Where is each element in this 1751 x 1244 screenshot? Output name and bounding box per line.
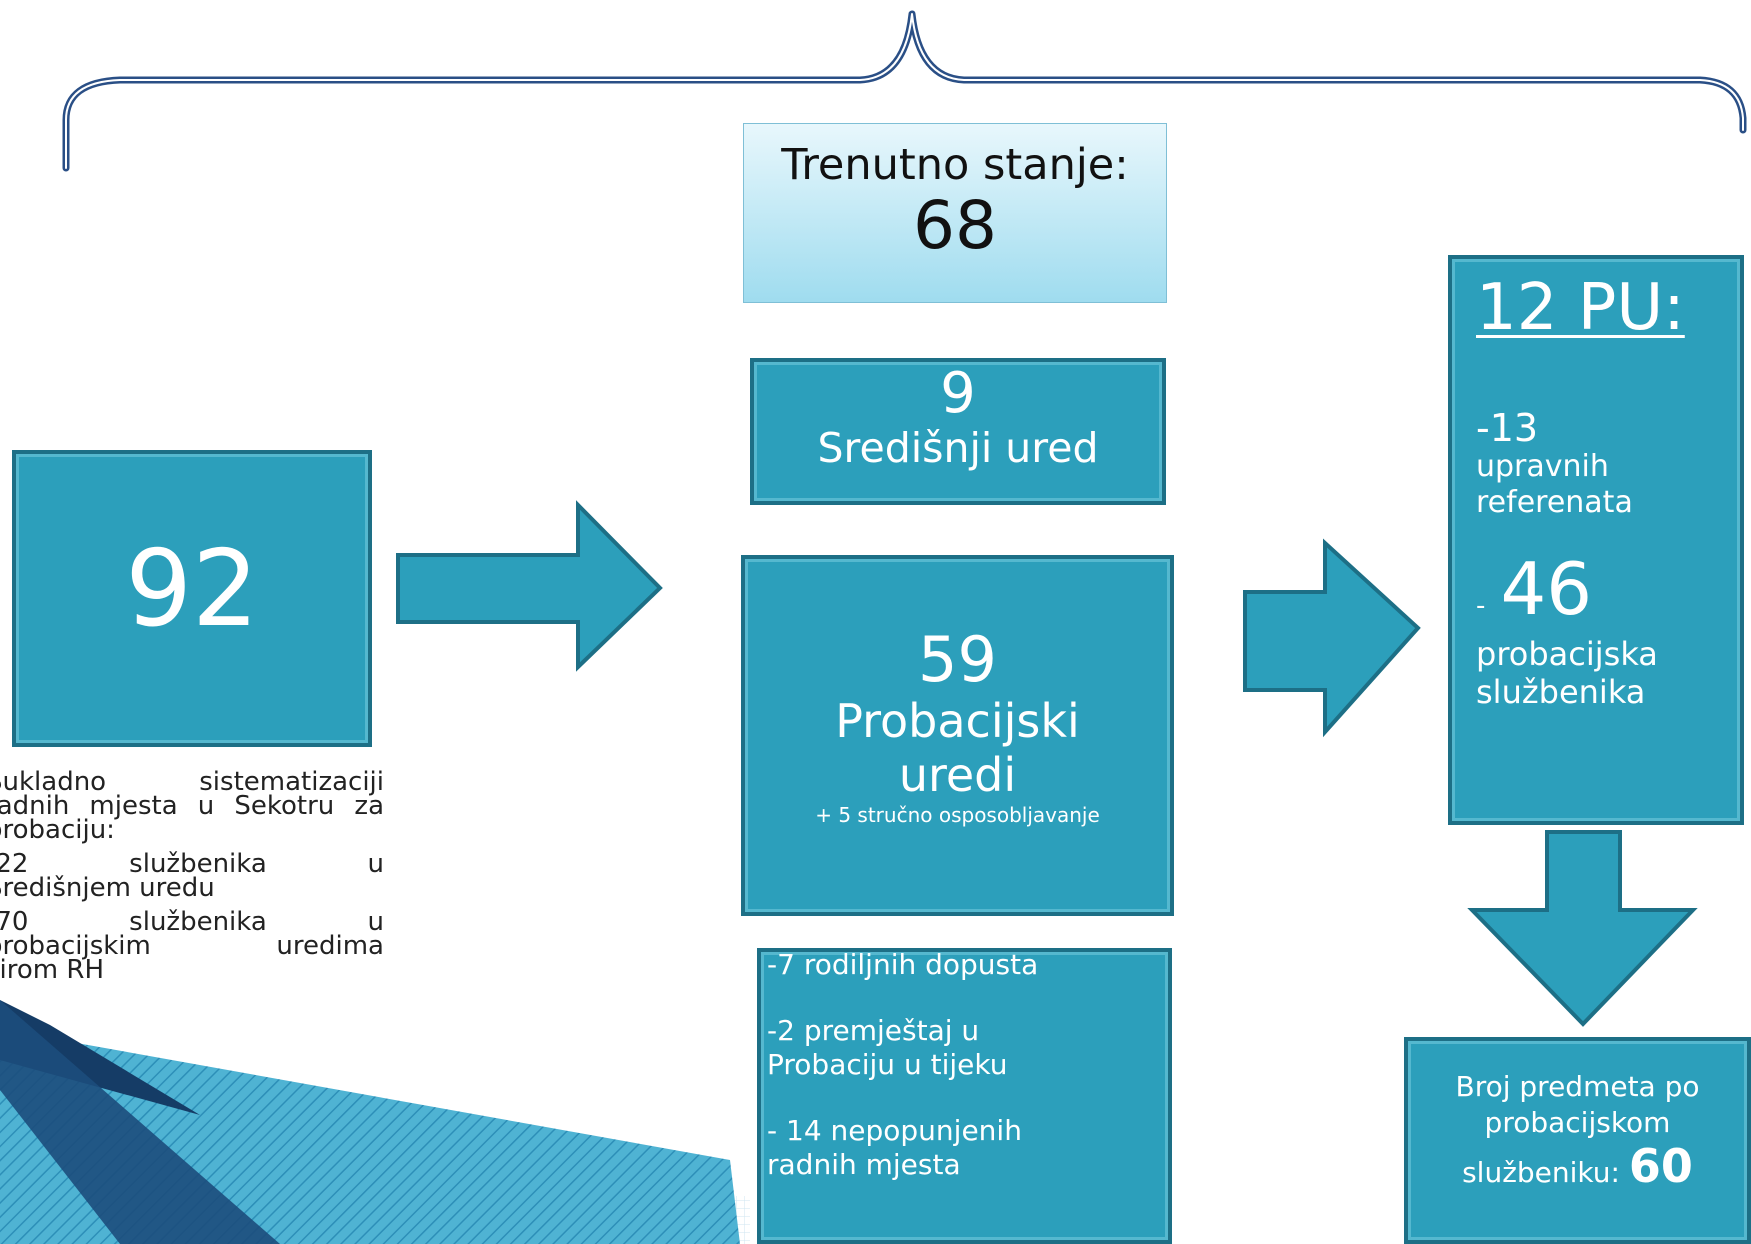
probation-offices-label-line2: uredi — [898, 748, 1017, 802]
cases-line3-row: službeniku: 60 — [1408, 1141, 1747, 1198]
vacancy-maternity: -7 rodiljnih dopusta — [767, 948, 1039, 981]
pu-officers-dash: - — [1476, 591, 1486, 621]
description-item-central-line2: Središnjem uredu — [0, 873, 215, 903]
vacancy-transfer-line2: Probaciju u tijeku — [767, 1048, 1008, 1081]
cases-per-officer-box: Broj predmeta po probacijskom službeniku… — [1404, 1037, 1751, 1244]
probation-offices-label-line1: Probacijski — [835, 694, 1080, 748]
description-item-central-line1: -22 službenika u — [0, 849, 384, 879]
description-item-offices-line3: širom RH — [0, 955, 105, 985]
systematization-description: Sukladno sistematizaciji radnih mjesta u… — [0, 767, 384, 985]
pu-officers-row: - 46 — [1476, 549, 1740, 629]
description-intro: Sukladno sistematizaciji radnih mjesta u… — [0, 767, 384, 845]
arrow-right-2 — [1243, 538, 1421, 738]
pu-officers-value: 46 — [1500, 547, 1593, 631]
systematization-total-box: 92 — [12, 450, 372, 747]
vacancies-box: -7 rodiljnih dopusta -2 premještaj u Pro… — [757, 948, 1172, 1244]
pu-referents-line1: upravnih — [1476, 449, 1609, 484]
current-state-label: Trenutno stanje: — [781, 140, 1129, 190]
description-item-offices-line1: -70 službenika u — [0, 907, 384, 937]
central-office-label: Središnji ured — [817, 424, 1099, 472]
current-state-value: 68 — [913, 187, 997, 264]
pu-title: 12 PU: — [1476, 271, 1685, 345]
probation-offices-note: + 5 stručno osposobljavanje — [815, 803, 1100, 827]
systematization-total-value: 92 — [125, 528, 259, 650]
central-office-box: 9 Središnji ured — [750, 358, 1166, 505]
cases-line1: Broj predmeta po — [1455, 1070, 1700, 1103]
probation-offices-box: 59 Probacijski uredi + 5 stručno osposob… — [741, 555, 1174, 916]
pu-officers-line1: probacijska — [1476, 635, 1658, 673]
current-state-box: Trenutno stanje: 68 — [743, 123, 1167, 303]
vacancy-transfer-line1: -2 premještaj u — [767, 1014, 980, 1047]
probation-offices-value: 59 — [918, 623, 997, 696]
cases-line3: službeniku: — [1462, 1156, 1620, 1189]
cases-value: 60 — [1628, 1139, 1693, 1193]
arrow-down — [1467, 830, 1698, 1027]
arrow-right-1 — [396, 500, 663, 672]
central-office-value: 9 — [940, 361, 976, 426]
pu-officers-line2: službenika — [1476, 673, 1646, 711]
description-item-offices-line2: probacijskim uredima — [0, 931, 384, 961]
pu-box: 12 PU: -13 upravnih referenata - 46 prob… — [1448, 255, 1744, 825]
vacancy-unfilled-line2: radnih mjesta — [767, 1148, 961, 1181]
pu-referents-line2: referenata — [1476, 485, 1633, 520]
vacancy-unfilled-line1: - 14 nepopunjenih — [767, 1114, 1022, 1147]
cases-line2: probacijskom — [1484, 1106, 1671, 1139]
pu-referents-value: -13 — [1476, 406, 1539, 450]
